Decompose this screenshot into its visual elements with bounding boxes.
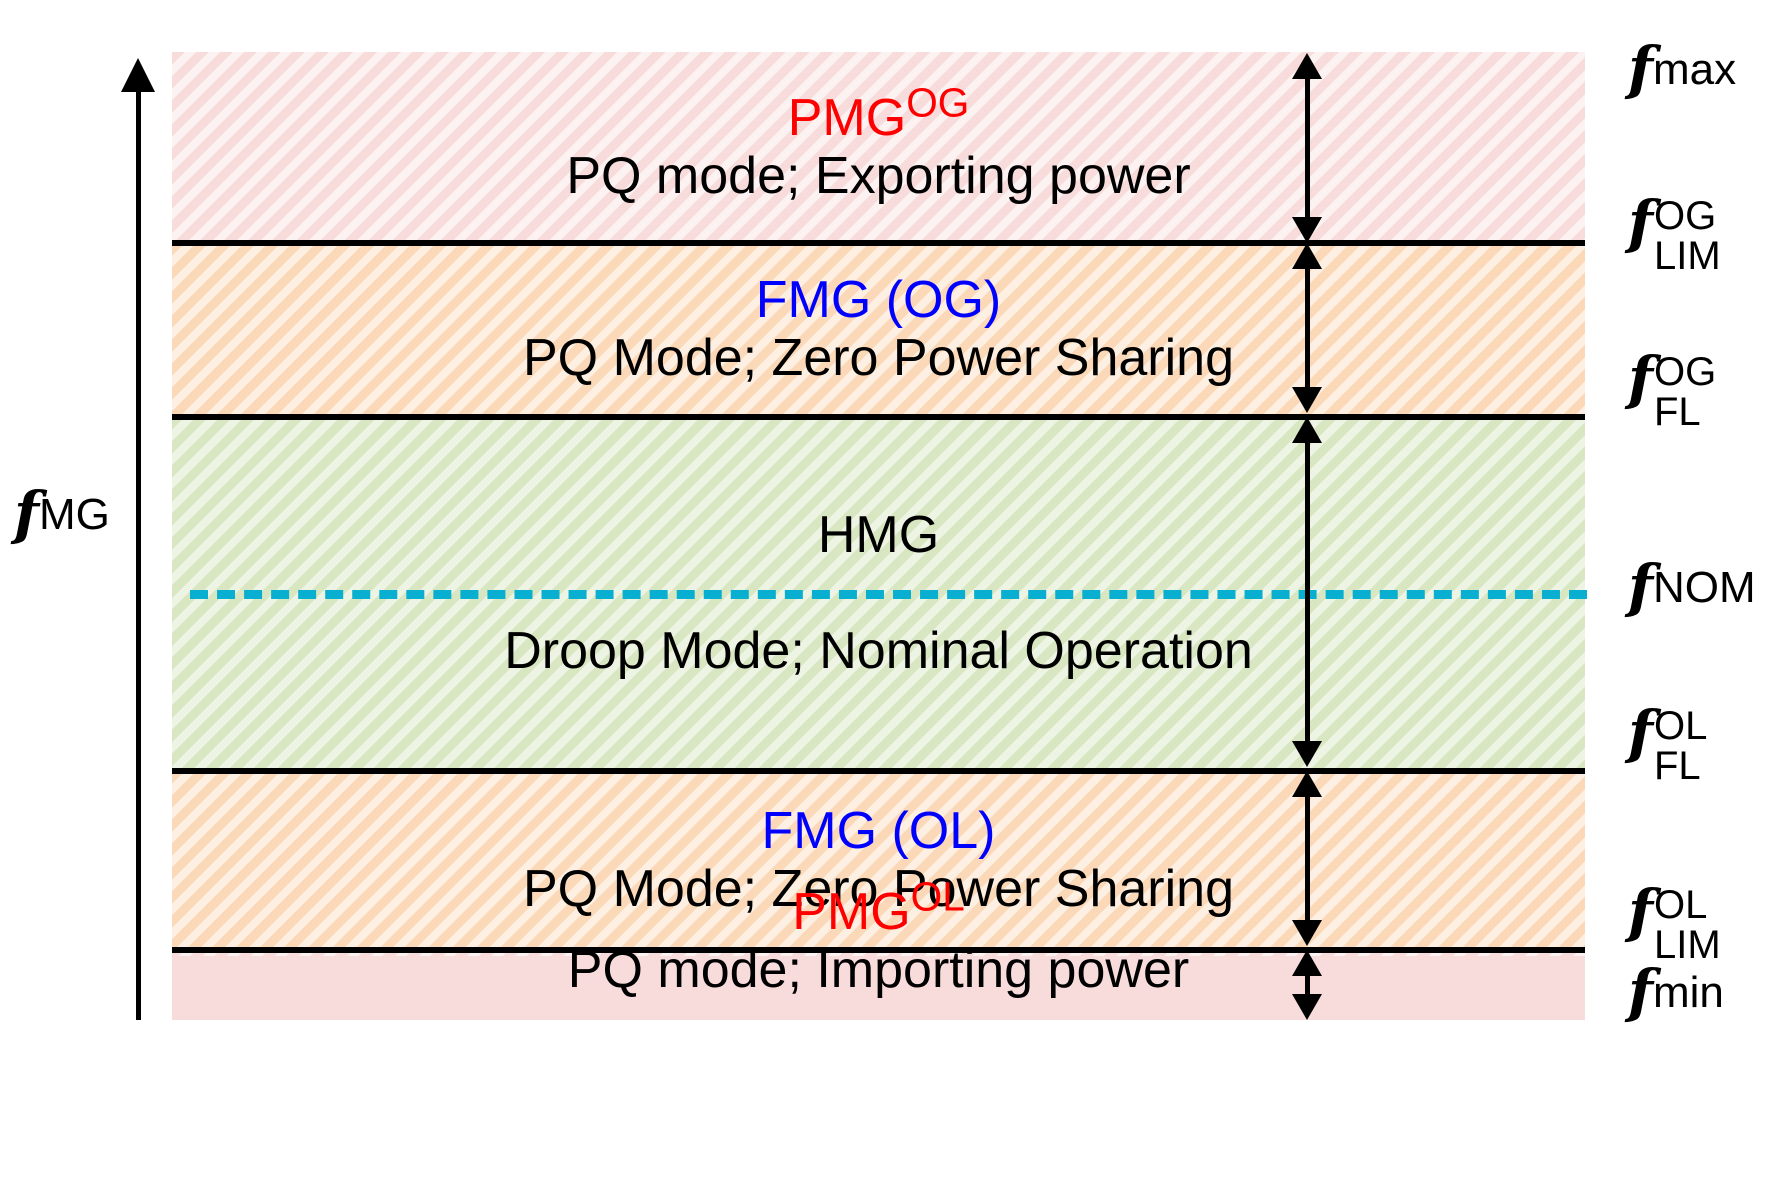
band-pmg-og: PMGOG PQ mode; Exporting power: [172, 52, 1585, 243]
band-fmg-ol: FMG (OL) PQ Mode; Zero Power Sharing: [172, 771, 1585, 950]
superscript: OL: [1653, 883, 1708, 927]
divider-f-fl-og: [172, 414, 1585, 420]
y-axis-line: [136, 88, 141, 1020]
subscript: LIM: [1653, 234, 1721, 278]
span-arrow-fmg-og: [1292, 243, 1322, 413]
hatch-pattern: [172, 243, 1585, 417]
subscript: LIM: [1653, 923, 1721, 967]
superscript: OL: [1653, 704, 1708, 748]
band-title-fmg-og: FMG (OG): [755, 271, 1002, 330]
tick-label-f-fl-og: f OG FL: [1628, 344, 1717, 434]
y-axis-subscript: MG: [38, 490, 110, 539]
span-arrow-pmg-og: [1292, 53, 1322, 243]
tick-label-f-nom: f NOM: [1628, 552, 1756, 620]
subscript: FL: [1653, 744, 1701, 788]
band-pmg-ol-text: PMGOL PQ mode; Importing power: [172, 862, 1585, 1022]
nominal-frequency-dashed-line: [190, 590, 1587, 599]
tick-label-f-lim-ol: f OL LIM: [1628, 877, 1721, 967]
tick-label-f-lim-og: f OG LIM: [1628, 188, 1721, 278]
hatch-pattern: [172, 52, 1585, 243]
superscript: OG: [1653, 350, 1717, 394]
tick-label-f-fl-ol: f OL FL: [1628, 698, 1708, 788]
band-description-pmg-og: PQ mode; Exporting power: [566, 146, 1191, 205]
subscript: FL: [1653, 390, 1701, 434]
band-title-hmg: HMG: [817, 506, 940, 565]
divider-f-lim-og: [172, 240, 1585, 246]
span-arrow-hmg: [1292, 417, 1322, 767]
divider-f-fl-ol: [172, 768, 1585, 774]
band-description-fmg-ol: PQ Mode; Zero Power Sharing: [523, 859, 1234, 918]
divider-f-lim-ol: [172, 947, 1585, 953]
band-pmg-ol-lower: [172, 956, 1585, 1020]
band-title-pmg-ol: PMGOL: [792, 873, 965, 942]
band-description-hmg: Droop Mode; Nominal Operation: [504, 622, 1253, 681]
hatch-pattern: [172, 771, 1585, 950]
band-title-fmg-ol: FMG (OL): [761, 801, 996, 860]
tick-label-f-max: f max: [1628, 34, 1737, 102]
span-arrow-fmg-ol: [1292, 771, 1322, 946]
y-axis-symbol: f: [14, 479, 39, 547]
band-description-fmg-og: PQ Mode; Zero Power Sharing: [523, 329, 1234, 388]
y-axis-arrowhead-icon: [121, 58, 155, 92]
span-arrow-pmg-ol: [1292, 950, 1322, 1020]
superscript: OG: [1653, 194, 1717, 238]
band-title-pmg-og: PMGOG: [787, 79, 970, 147]
tick-label-f-min: f min: [1628, 957, 1724, 1025]
band-fmg-og: FMG (OG) PQ Mode; Zero Power Sharing: [172, 243, 1585, 417]
